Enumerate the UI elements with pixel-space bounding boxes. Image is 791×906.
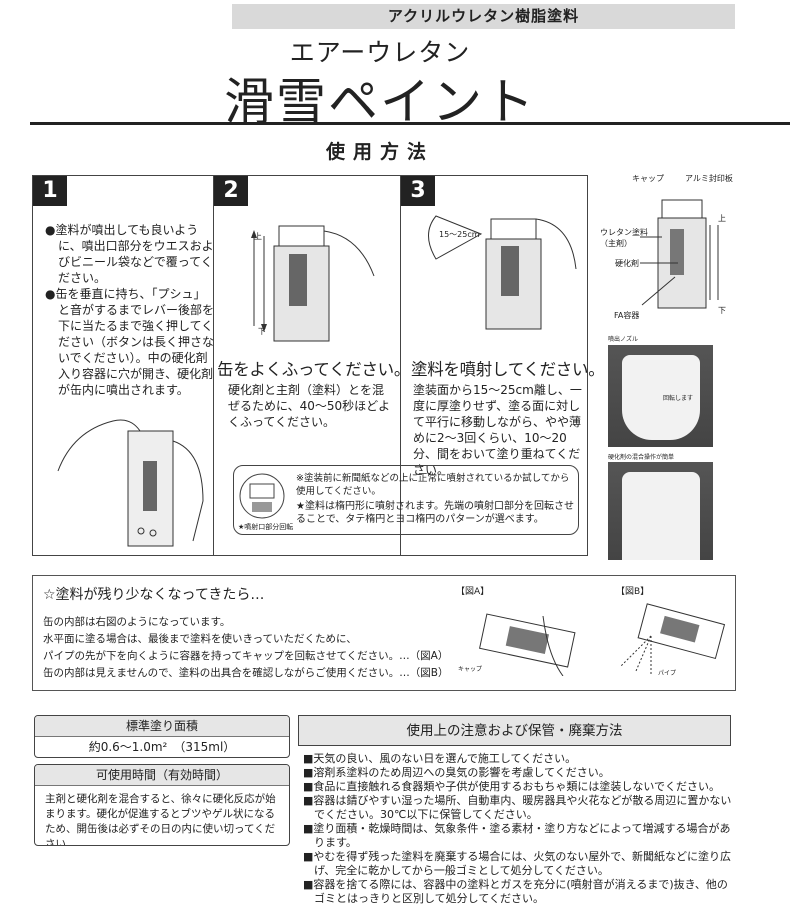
down-label: 下 bbox=[258, 327, 266, 336]
step-2-body: 硬化剤と主剤（塗料）とを混ぜるために、40〜50秒ほどよくふってください。 bbox=[228, 383, 391, 429]
cap-label: キャップ bbox=[632, 174, 664, 183]
photo-caption: 噴出ノズル bbox=[608, 336, 639, 343]
up-label: 上 bbox=[718, 214, 726, 223]
hand-can-illustration bbox=[57, 419, 204, 547]
step-number: 1 bbox=[33, 176, 67, 206]
caution-item: ■溶剤系塗料のため周辺への臭気の影響を考慮してください。 bbox=[303, 766, 610, 779]
hardener-photo bbox=[608, 462, 713, 560]
coverage-box: 標準塗り面積 約0.6〜1.0m² （315ml） bbox=[34, 715, 290, 758]
nozzle-icon bbox=[239, 473, 285, 519]
pot-life-title: 可使用時間（有効時間） bbox=[35, 765, 289, 786]
figure-b-illustration bbox=[620, 603, 726, 674]
photo-caption: 硬化剤の混合操作が簡単 bbox=[608, 454, 675, 461]
divider bbox=[30, 122, 790, 125]
down-label: 下 bbox=[718, 306, 726, 315]
text-line: 水平面に塗る場合は、最後まで塗料を使いきっていただくために、 bbox=[43, 633, 357, 645]
fig-a-caption: キャップ bbox=[458, 666, 483, 673]
caution-item: ■食品に直接触れる食器類や子供が使用するおもちゃ類には塗装しないでください。 bbox=[303, 780, 721, 793]
step-number: 3 bbox=[401, 176, 435, 206]
up-label: 上 bbox=[254, 232, 262, 241]
bullet: ●塗料が噴出しても良いように、噴出口部分をウエスおよびビニール袋などで覆ってくだ… bbox=[45, 223, 214, 285]
text-line: 缶の内部は右図のようになっています。 bbox=[43, 616, 231, 628]
step-3-body: 塗装面から15〜25cm離し、一度に厚塗りせず、塗る面に対して平行に移動しながら… bbox=[413, 383, 582, 477]
container-label: FA容器 bbox=[614, 311, 640, 320]
paint-label: ウレタン塗料 bbox=[600, 228, 648, 237]
nozzle-caption: ★噴射口部分回転 bbox=[238, 523, 294, 531]
fig-b-label: 【図B】 bbox=[616, 587, 650, 597]
step-1-text: ●塗料が噴出しても良いように、噴出口部分をウエスおよびビニール袋などで覆ってくだ… bbox=[45, 222, 215, 398]
text-line: 缶の内部は見えませんので、塗料の出具合を確認しながらご使用ください。…（図B） bbox=[43, 667, 449, 679]
distance-label: 15〜25cm bbox=[439, 230, 480, 239]
product-title: 滑雪ペイント bbox=[224, 73, 536, 131]
figure-a-illustration bbox=[479, 613, 576, 676]
steps-panel: 1 ●塗料が噴出しても良いように、噴出口部分をウエスおよびビニール袋などで覆って… bbox=[32, 175, 605, 556]
low-paint-panel: ☆塗料が残り少なくなってきたら… 缶の内部は右図のようになっています。 水平面に… bbox=[32, 575, 736, 691]
nozzle-note: ★噴射口部分回転 ※塗装前に新聞紙などの上に正常に噴射されているか試してから使用… bbox=[233, 465, 579, 535]
step-1: 1 ●塗料が噴出しても良いように、噴出口部分をウエスおよびビニール袋などで覆って… bbox=[33, 176, 214, 555]
step-3-heading: 塗料を噴射してください。 bbox=[411, 360, 605, 379]
howto-title: 使用方法 bbox=[325, 141, 434, 163]
coverage-value: 約0.6〜1.0m² （315ml） bbox=[88, 740, 236, 754]
caution-item: ■天気の良い、風のない日を選んで施工してください。 bbox=[303, 752, 577, 765]
caution-item: ■容器は錆びやすい湿った場所、自動車内、暖房器具や火花などが散る周辺に置かないで… bbox=[303, 794, 732, 821]
nozzle-photo: 回転します bbox=[608, 345, 713, 447]
caution-title: 使用上の注意および保管・廃棄方法 bbox=[298, 715, 731, 746]
can-diagram-panel: キャップ アルミ封印板 ウレタン塗料 （主剤） 硬化剤 FA容器 上 下 噴出ノ… bbox=[600, 165, 790, 560]
step-number: 2 bbox=[214, 176, 248, 206]
pot-life-body: 主剤と硬化剤を混合すると、徐々に硬化反応が始まります。硬化が促進するとブツやゲル… bbox=[45, 793, 276, 846]
shake-can-illustration bbox=[251, 225, 375, 342]
seal-label: アルミ封印板 bbox=[685, 174, 733, 183]
pot-life-box: 可使用時間（有効時間） 主剤と硬化剤を混合すると、徐々に硬化反応が始まります。硬… bbox=[34, 764, 290, 846]
coverage-title: 標準塗り面積 bbox=[35, 716, 289, 737]
step-2: 2 上 下 缶をよくふってください。 硬化剤と主剤（塗料）とを混ぜるために、40… bbox=[214, 176, 410, 555]
category-banner: アクリルウレタン樹脂塗料 bbox=[232, 4, 735, 29]
low-paint-title: ☆塗料が残り少なくなってきたら… bbox=[43, 587, 265, 603]
spray-can-illustration bbox=[428, 215, 577, 330]
step-3: 3 15〜25cm 塗料を噴射してください。 塗装面から15〜25cm離し、一度… bbox=[401, 176, 605, 555]
caution-item: ■やむを得ず残った塗料を廃棄する場合には、火気のない屋外で、新聞紙などに塗り広げ… bbox=[303, 850, 731, 877]
low-paint-text: 缶の内部は右図のようになっています。 水平面に塗る場合は、最後まで塗料を使いきっ… bbox=[43, 614, 448, 682]
fig-b-caption: パイプ bbox=[658, 670, 677, 677]
text-line: パイプの先が下を向くように容器を持ってキャップを回転させてください。…（図A） bbox=[43, 650, 449, 662]
note-line: ※塗装前に新聞紙などの上に正常に噴射されているか試してから使用してください。 bbox=[296, 473, 570, 497]
paint-sub-label: （主剤） bbox=[600, 239, 632, 248]
photo-note: 回転します bbox=[663, 395, 694, 402]
note-line: ★塗料は楕円形に噴射されます。先端の噴射口部分を回転させることで、タテ楕円とヨコ… bbox=[296, 501, 574, 525]
fig-a-label: 【図A】 bbox=[456, 587, 490, 597]
product-subtitle: エアーウレタン bbox=[289, 38, 471, 67]
caution-item: ■塗り面積・乾燥時間は、気象条件・塗る素材・塗り方などによって増減する場合があり… bbox=[303, 822, 731, 849]
step-2-heading: 缶をよくふってください。 bbox=[217, 360, 411, 379]
caution-list: ■天気の良い、風のない日を選んで施工してください。 ■溶剤系塗料のため周辺への臭… bbox=[303, 752, 733, 906]
caution-item: ■容器を捨てる際には、容器中の塗料とガスを充分に(噴射音が消えるまで)抜き、他の… bbox=[303, 878, 728, 905]
can-cutaway-diagram bbox=[640, 199, 719, 309]
bullet: ●缶を垂直に持ち、「プシュ」と音がするまでレバー後部を下に当たるまで強く押してく… bbox=[45, 287, 215, 397]
hardener-label: 硬化剤 bbox=[615, 259, 639, 268]
